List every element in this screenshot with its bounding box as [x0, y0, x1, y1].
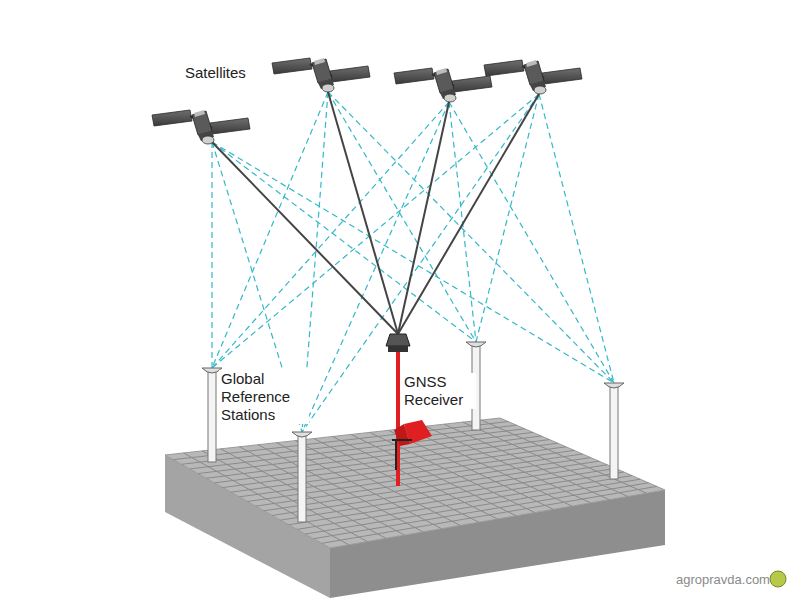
reference-signals: [212, 92, 614, 432]
gnss-receiver: [386, 334, 432, 486]
satellite: [394, 68, 492, 102]
watermark-logo: [770, 571, 786, 587]
receiver-signals: [212, 92, 539, 334]
satellites-label: Satellites: [185, 64, 246, 82]
watermark: agropravda.com: [676, 572, 770, 588]
satellite: [484, 60, 582, 94]
platform-top: [165, 418, 665, 548]
stations-label: Global Reference Stations: [219, 370, 309, 424]
platform-grid: [173, 420, 657, 545]
reference-stations: [202, 342, 624, 522]
satellite: [152, 110, 250, 144]
receiver-label: GNSS Receiver: [402, 373, 476, 409]
satellite: [272, 58, 370, 92]
